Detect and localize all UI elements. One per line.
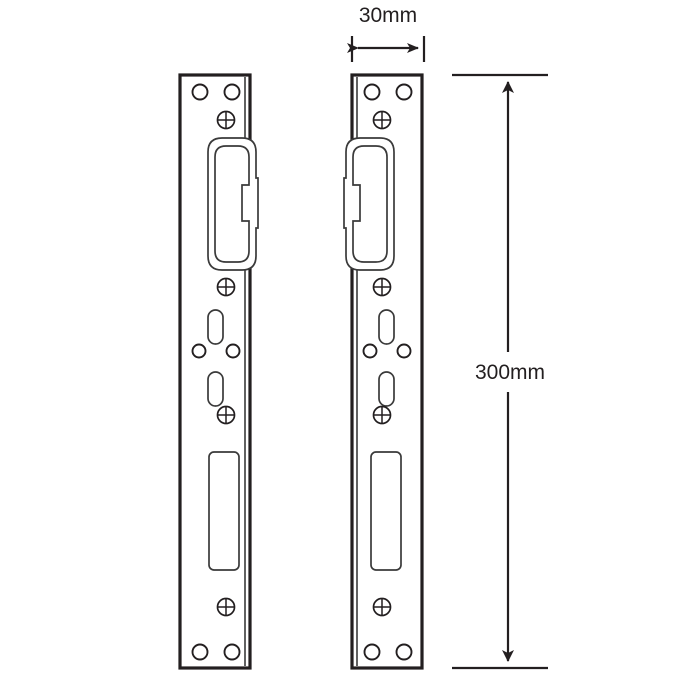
left-screw-top (216, 110, 236, 130)
width-dimension-label: 30mm (359, 4, 417, 27)
right-forend-inner-profile (352, 145, 388, 263)
left-bottom-hole-1 (191, 643, 209, 661)
right-top-hole-1 (363, 83, 381, 101)
left-top-hole-2 (223, 83, 241, 101)
left-top-hole-1 (191, 83, 209, 101)
left-screw-mid-lower (216, 405, 236, 425)
right-slot-lower (378, 371, 395, 407)
right-bottom-hole-2 (395, 643, 413, 661)
right-screw-mid-upper (372, 277, 392, 297)
left-bottom-hole-2 (223, 643, 241, 661)
right-screw-bottom (372, 597, 392, 617)
right-bottom-hole-1 (363, 643, 381, 661)
right-top-hole-2 (395, 83, 413, 101)
right-lower-cutout (370, 451, 402, 571)
height-dimension-label: 300mm (475, 361, 545, 384)
right-screw-top (372, 110, 392, 130)
right-screw-mid-lower (372, 405, 392, 425)
right-faceplate-group (343, 73, 424, 670)
left-lower-cutout (208, 451, 240, 571)
height-dimension-group: 300mm (452, 73, 548, 670)
left-screw-bottom (216, 597, 236, 617)
left-screw-mid-upper (216, 277, 236, 297)
left-faceplate-group (178, 73, 259, 670)
width-dimension-group: 30mm (347, 4, 426, 62)
left-slot-upper (207, 309, 224, 345)
right-slot-upper (378, 309, 395, 345)
right-small-hole-left (362, 343, 378, 359)
left-small-hole-right (225, 343, 241, 359)
right-small-hole-right (396, 343, 412, 359)
left-small-hole-left (191, 343, 207, 359)
left-forend-inner-profile (214, 145, 250, 263)
left-slot-lower (207, 371, 224, 407)
